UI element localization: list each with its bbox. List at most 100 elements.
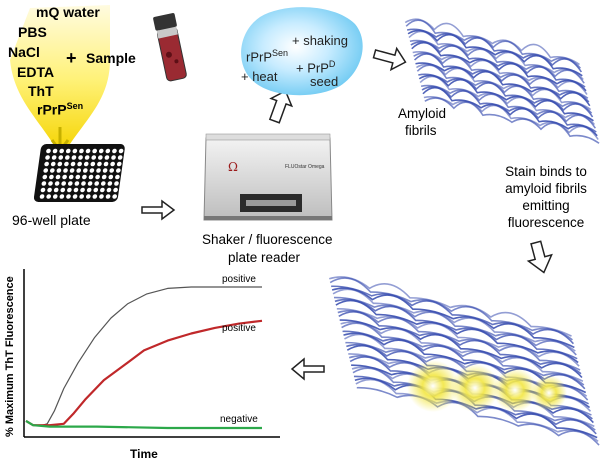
- fibril-ribbons: [404, 18, 600, 144]
- fibrils-label-line1: Amyloid: [398, 106, 447, 121]
- well: [88, 174, 94, 180]
- chart-ylabel: % Maximum ThT Fluorescence: [4, 276, 16, 437]
- fibril-strand: [405, 19, 582, 69]
- well: [59, 148, 64, 154]
- tht-fluorescence-chart: % Maximum ThT Fluorescence Time positive…: [4, 269, 280, 461]
- well: [98, 148, 104, 154]
- fibril-strand: [356, 386, 600, 446]
- series-label-positive-fast: positive: [222, 274, 256, 285]
- reaction-rprp: rPrPSen: [246, 48, 288, 64]
- fibril-strand: [416, 64, 593, 114]
- well: [46, 194, 51, 199]
- reader-label-line2: plate reader: [228, 250, 301, 265]
- well: [43, 168, 49, 173]
- well: [100, 187, 105, 193]
- reagent-rprp: rPrPSen: [37, 101, 83, 118]
- fibril-strand: [341, 322, 585, 386]
- reaction-rprp-sup: Sen: [272, 48, 289, 58]
- well: [101, 174, 107, 180]
- reader-logo: Ω: [228, 160, 238, 174]
- well: [45, 155, 50, 160]
- well: [82, 174, 87, 180]
- well: [116, 161, 122, 167]
- well: [80, 187, 85, 193]
- stain-line-3: emitting: [522, 198, 570, 213]
- well: [105, 148, 111, 154]
- well: [60, 187, 66, 193]
- well: [115, 174, 120, 180]
- fluorescence-glow-spots: [407, 360, 567, 412]
- well: [92, 148, 97, 154]
- fibril-strand: [411, 41, 587, 92]
- arrow-plate-to-reader-icon: [141, 199, 176, 221]
- well: [68, 174, 74, 180]
- glow-spot: [493, 368, 537, 412]
- sample-label: Sample: [86, 50, 136, 66]
- series-label-positive-slow: positive: [222, 323, 256, 334]
- reagent-water: mQ water: [36, 4, 100, 20]
- well: [64, 161, 69, 167]
- well: [67, 181, 73, 186]
- well: [61, 181, 67, 186]
- well: [92, 194, 98, 199]
- reaction-seed: seed: [310, 74, 339, 89]
- well: [95, 174, 100, 180]
- reagent-rprp-sup: Sen: [66, 101, 84, 111]
- fibril-strand: [408, 30, 584, 81]
- reader-brand: FLUOstar Omega: [285, 164, 325, 170]
- well: [52, 148, 58, 154]
- well: [114, 181, 119, 186]
- well: [72, 148, 78, 154]
- well: [39, 194, 45, 199]
- well: [54, 181, 60, 186]
- well: [100, 181, 106, 186]
- fibril-strand: [331, 287, 575, 349]
- well: [77, 161, 82, 167]
- well: [112, 148, 117, 154]
- fibril-strand: [416, 63, 592, 111]
- stain-line-2: amyloid fibrils: [505, 181, 587, 196]
- well: [113, 187, 118, 193]
- well: [69, 168, 75, 173]
- reagent-spotlight-shape: [10, 5, 110, 152]
- well: [47, 187, 52, 193]
- fibrils-label-line2: fibrils: [405, 123, 437, 138]
- fibril-strand: [422, 86, 598, 137]
- well: [67, 187, 72, 193]
- fibril-strand: [329, 276, 572, 337]
- well: [93, 187, 99, 193]
- reaction-rprp-base: rPrP: [246, 49, 272, 65]
- fibril-strand: [412, 51, 588, 95]
- well: [105, 194, 111, 199]
- well: [85, 148, 91, 154]
- well: [86, 187, 92, 193]
- well: [94, 181, 100, 186]
- fibril-strand: [355, 378, 599, 443]
- fibril-strand: [420, 84, 597, 129]
- fibril-strand: [407, 29, 583, 77]
- well: [78, 155, 83, 160]
- well: [73, 187, 79, 193]
- glow-spot: [531, 375, 567, 411]
- fibril-strand: [409, 39, 585, 84]
- well: [46, 148, 51, 154]
- well: [75, 174, 81, 180]
- plate-label: 96-well plate: [12, 212, 91, 228]
- series-positive-fast-line: [25, 286, 262, 426]
- reaction-shaking: + shaking: [292, 33, 349, 48]
- well: [104, 155, 110, 160]
- well: [85, 194, 91, 199]
- amyloid-fibril-top-image: [404, 18, 600, 144]
- well: [57, 161, 63, 167]
- fibril-strand: [339, 319, 583, 379]
- well: [103, 161, 109, 167]
- chart-xlabel: Time: [130, 447, 158, 461]
- fibril-strand: [337, 309, 581, 371]
- well: [65, 148, 71, 154]
- plus-sign: +: [66, 48, 77, 68]
- well: [89, 168, 95, 173]
- well: [44, 161, 49, 167]
- well: [109, 168, 115, 173]
- well: [51, 155, 57, 160]
- glow-spot: [451, 364, 499, 412]
